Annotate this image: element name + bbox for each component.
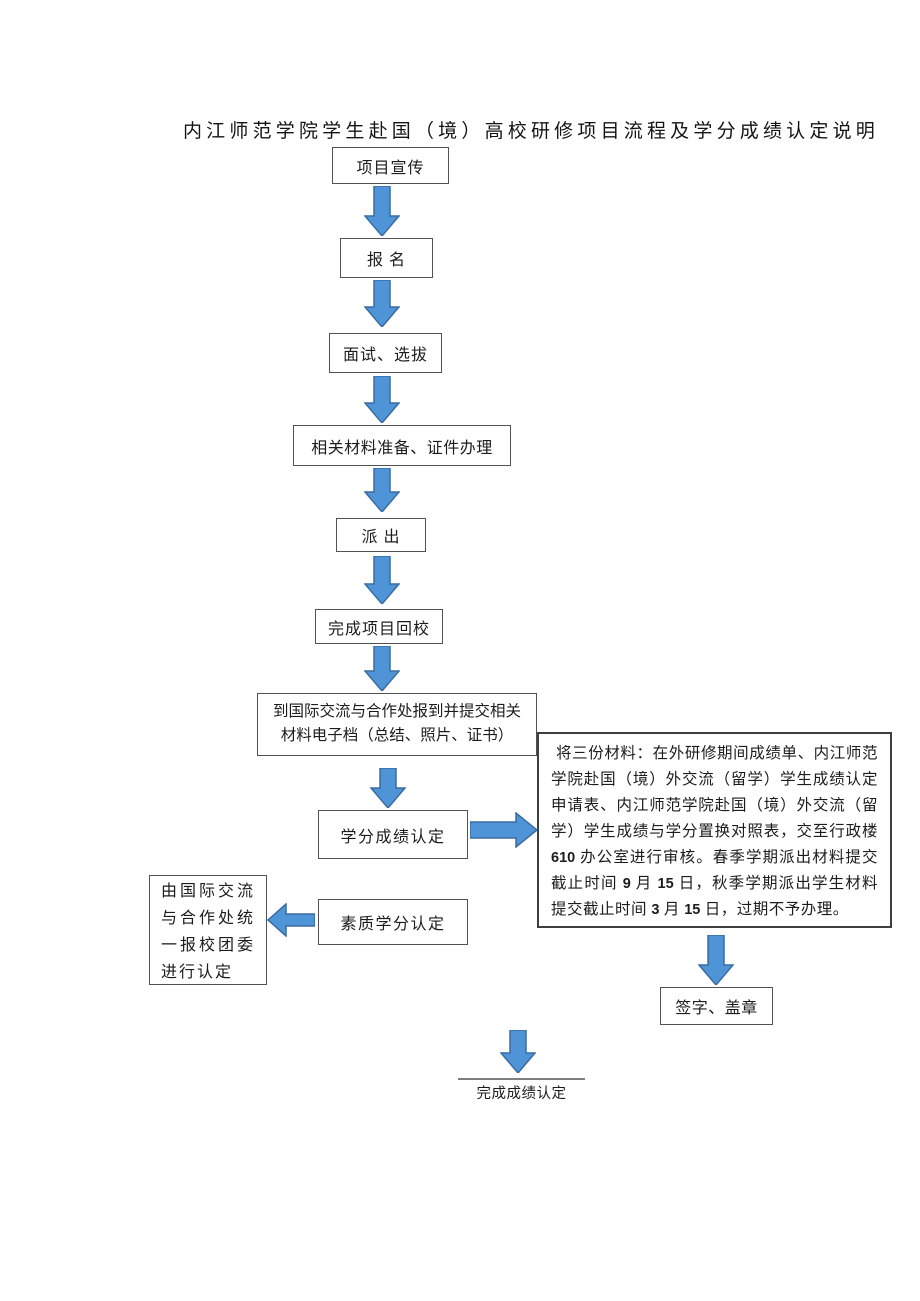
arrow-down-icon — [364, 280, 400, 327]
arrow-down-icon — [364, 468, 400, 512]
arrow-left-icon — [267, 903, 315, 937]
divider-line — [458, 1078, 585, 1080]
flow-step-materials: 相关材料准备、证件办理 — [293, 425, 511, 466]
arrow-down-icon — [370, 768, 406, 808]
page-title: 内江师范学院学生赴国（境）高校研修项目流程及学分成绩认定说明 — [182, 121, 879, 142]
flow-step-signup: 报 名 — [340, 238, 433, 278]
flow-step-promotion: 项目宣传 — [332, 147, 449, 184]
arrow-down-icon — [364, 376, 400, 423]
flow-step-complete: 完成成绩认定 — [476, 1086, 567, 1102]
arrow-down-icon — [698, 935, 734, 985]
flow-step-dispatch: 派 出 — [336, 518, 426, 552]
flow-step-return: 完成项目回校 — [315, 609, 443, 644]
note-materials-deadlines: 将三份材料：在外研修期间成绩单、内江师范学院赴国（境）外交流（留学）学生成绩认定… — [537, 732, 892, 928]
flow-step-report: 到国际交流与合作处报到并提交相关材料电子档（总结、照片、证书） — [257, 693, 537, 756]
flow-step-league-recognition: 由国际交流与合作处统一报校团委进行认定 — [149, 875, 267, 985]
flow-step-sign-seal: 签字、盖章 — [660, 987, 773, 1025]
arrow-down-icon — [364, 646, 400, 691]
arrow-down-icon — [500, 1030, 536, 1073]
arrow-down-icon — [364, 556, 400, 604]
arrow-down-icon — [364, 186, 400, 236]
flow-step-credit: 学分成绩认定 — [318, 810, 468, 859]
flow-step-interview: 面试、选拔 — [329, 333, 442, 373]
flow-step-quality-credit: 素质学分认定 — [318, 899, 468, 945]
arrow-right-icon — [470, 812, 538, 848]
